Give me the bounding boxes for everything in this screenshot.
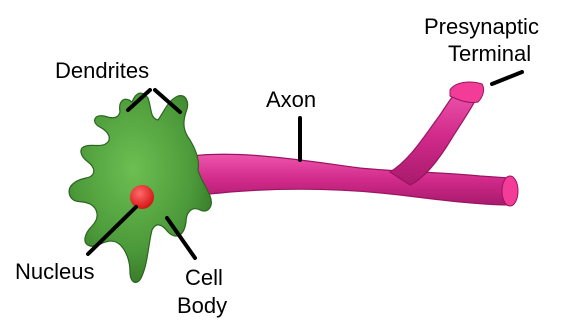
presynaptic-label-line1: Presynaptic	[424, 14, 539, 39]
nucleus-label: Nucleus	[15, 259, 94, 284]
axon-terminal-end-shape	[502, 176, 518, 206]
axon-branch-shape	[390, 88, 478, 185]
nucleus-shape	[130, 185, 154, 209]
presynaptic-leader	[492, 72, 522, 84]
dendrites-label: Dendrites	[55, 58, 149, 83]
cell-body-label-line2: Body	[177, 293, 227, 318]
axon-shape	[178, 154, 512, 205]
axon-label: Axon	[266, 87, 316, 112]
presynaptic-label-line2: Terminal	[448, 41, 531, 66]
cell-body-label-line1: Cell	[185, 265, 223, 290]
